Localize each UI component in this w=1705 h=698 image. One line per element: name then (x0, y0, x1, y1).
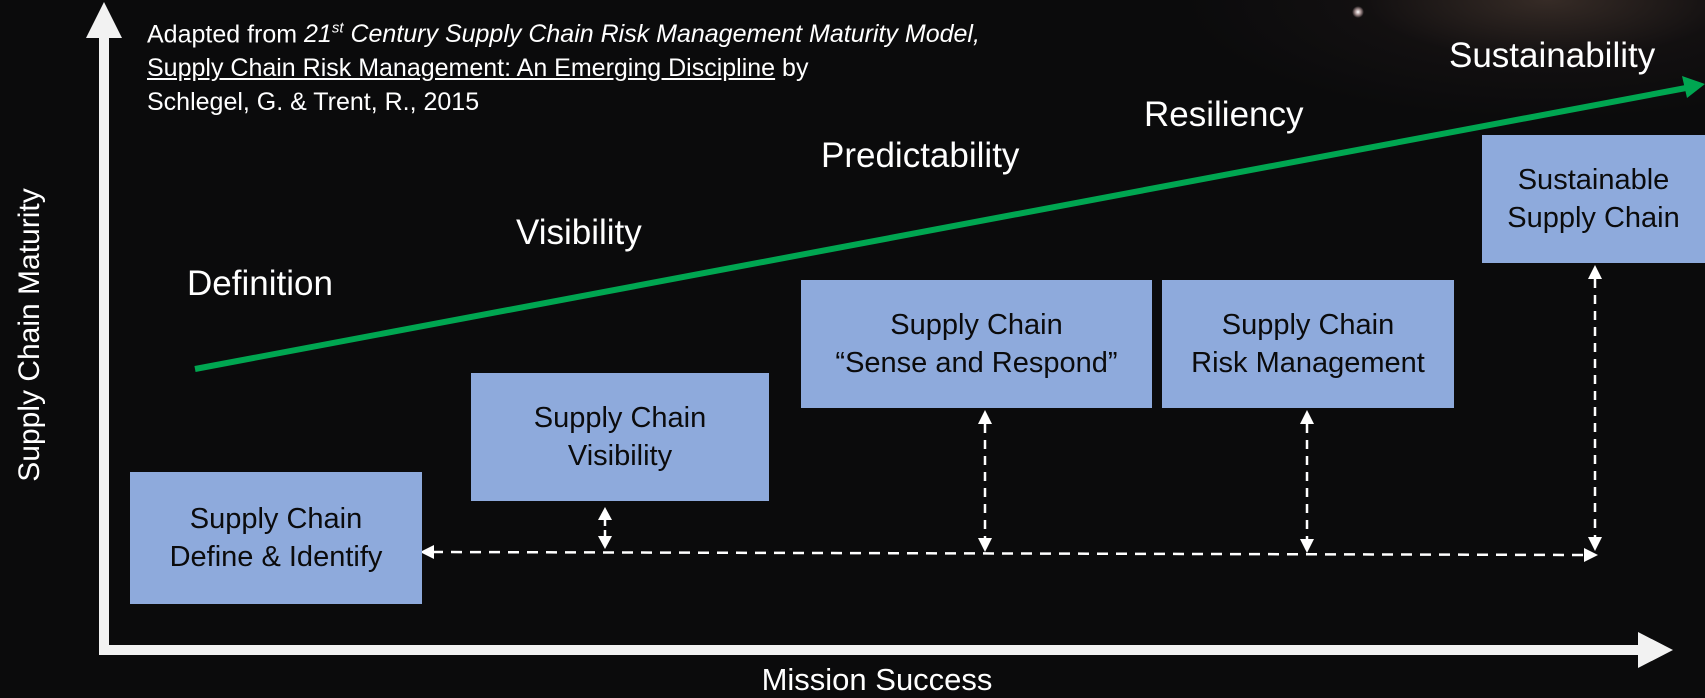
risk-management-link-arrow (1300, 410, 1314, 553)
box-visibility-line2: Visibility (567, 440, 673, 472)
y-axis-label: Supply Chain Maturity (13, 188, 46, 482)
baseline-arrow-left (420, 545, 434, 559)
box-sustainable: Sustainable Supply Chain (1482, 135, 1705, 263)
box-define-identify-line2: Define & Identify (169, 541, 383, 573)
box-visibility-line1: Supply Chain (533, 402, 707, 434)
x-axis-arrowhead (1638, 632, 1673, 668)
box-risk-management-line1: Supply Chain (1221, 309, 1395, 341)
box-sustainable-line1: Sustainable (1517, 164, 1670, 196)
stage-label-resiliency: Resiliency (1144, 95, 1304, 134)
citation-text: Adapted from 21st Century Supply Chain R… (147, 12, 1027, 119)
citation-book-title: Supply Chain Risk Management: An Emergin… (147, 54, 776, 83)
box-visibility: Supply Chain Visibility (471, 373, 769, 501)
box-define-identify: Supply Chain Define & Identify (130, 472, 422, 604)
maturity-trend-arrowhead (1682, 76, 1705, 98)
box-risk-management-line2: Risk Management (1191, 347, 1425, 379)
citation-prefix: Adapted from (147, 20, 305, 49)
stage-label-sustainability: Sustainability (1449, 36, 1656, 75)
citation-model-title: 21st Century Supply Chain Risk Managemen… (304, 20, 980, 48)
visibility-link-arrow (598, 507, 612, 549)
maturity-trend-line (194, 85, 1687, 372)
stage-label-definition: Definition (187, 264, 333, 303)
sense-respond-link-arrow (978, 410, 992, 552)
y-axis-arrowhead (86, 2, 122, 38)
citation-authors: Schlegel, G. & Trent, R., 2015 (147, 88, 480, 117)
box-sustainable-line2: Supply Chain (1507, 202, 1680, 234)
x-axis-label: Mission Success (761, 662, 993, 697)
box-define-identify-line1: Supply Chain (189, 503, 363, 535)
stage-label-predictability: Predictability (821, 136, 1020, 175)
stage-label-visibility: Visibility (516, 213, 642, 252)
box-sense-respond: Supply Chain “Sense and Respond” (801, 280, 1152, 408)
citation-title-superscript: st (331, 20, 344, 37)
box-sense-respond-line1: Supply Chain (890, 309, 1063, 341)
citation-title-number: 21 (304, 20, 332, 49)
sustainable-link-arrow (1588, 265, 1602, 551)
citation-title-rest: Century Supply Chain Risk Management Mat… (343, 20, 980, 49)
citation-by: by (775, 54, 809, 83)
star-sparkle (1352, 6, 1364, 18)
baseline-arrow-right (1584, 548, 1598, 562)
box-sense-respond-line2: “Sense and Respond” (835, 347, 1118, 379)
baseline-dashed-connector (431, 550, 1587, 557)
box-risk-management: Supply Chain Risk Management (1162, 280, 1454, 408)
